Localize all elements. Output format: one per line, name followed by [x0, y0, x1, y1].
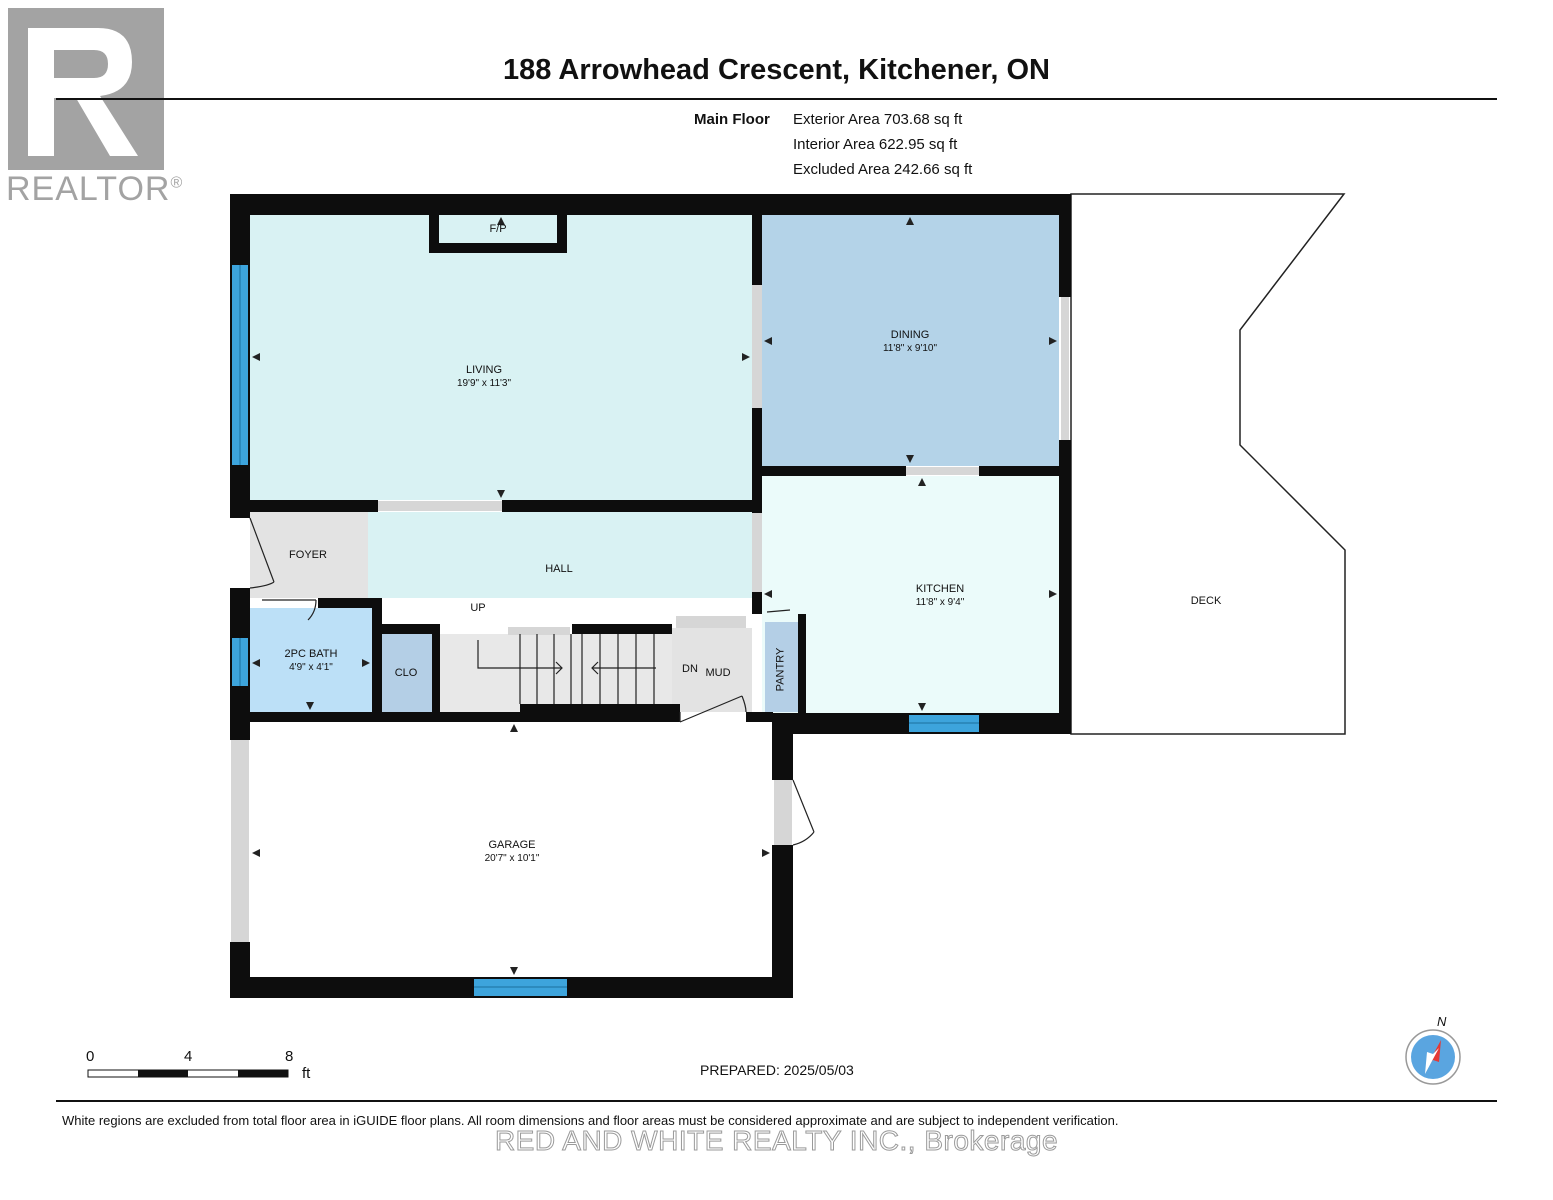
pantry-label: PANTRY	[774, 647, 787, 692]
deck-area	[1070, 193, 1346, 735]
closet	[380, 634, 432, 712]
kitchen-dims: 11'8" x 9'4"	[915, 597, 965, 608]
stairs-area	[440, 634, 672, 712]
scale-label-0: 0	[86, 1048, 95, 1065]
windows	[232, 265, 979, 996]
disclaimer-text: White regions are excluded from total fl…	[62, 1113, 1119, 1128]
garage-room	[250, 722, 772, 977]
exterior-area: Exterior Area 703.68 sq ft	[793, 111, 963, 128]
garage-name: GARAGE	[488, 839, 536, 851]
garage-label: GARAGE 20'7" x 10'1"	[452, 839, 572, 865]
dining-room	[762, 215, 1059, 466]
bath-name: 2PC BATH	[284, 648, 338, 660]
excluded-area: Excluded Area 242.66 sq ft	[793, 161, 973, 178]
pantry-closet	[765, 622, 798, 712]
dining-dims: 11'8" x 9'10"	[882, 343, 938, 354]
fireplace-label: F/P	[489, 223, 507, 235]
brokerage-watermark: RED AND WHITE REALTY INC., Brokerage	[494, 1125, 1059, 1157]
floor-name: Main Floor	[694, 111, 770, 128]
interior-area: Interior Area 622.95 sq ft	[793, 136, 958, 153]
kitchen-label: KITCHEN 11'8" x 9'4"	[880, 583, 1000, 609]
living-name: LIVING	[465, 364, 503, 376]
hall-label: HALL	[545, 563, 573, 575]
living-room	[250, 215, 752, 500]
page-title: 188 Arrowhead Crescent, Kitchener, ON	[503, 54, 1050, 86]
dining-name: DINING	[890, 329, 930, 341]
mud-label: MUD	[705, 667, 731, 679]
stairs-up-label: UP	[470, 602, 486, 614]
openings	[231, 285, 1069, 942]
realtor-logo	[6, 6, 166, 206]
dimension-arrows	[252, 217, 1057, 975]
closet-label: CLO	[394, 667, 418, 679]
garage-dims: 20'7" x 10'1"	[484, 853, 540, 864]
compass-icon	[1405, 1029, 1461, 1085]
stairs-icon	[477, 634, 656, 704]
bath-label: 2PC BATH 4'9" x 4'1"	[256, 648, 366, 674]
living-dims: 19'9" x 11'3"	[456, 378, 512, 389]
scale-unit: ft	[302, 1065, 311, 1082]
title-divider	[56, 98, 1497, 100]
kitchen-name: KITCHEN	[915, 583, 965, 595]
scale-label-4: 4	[184, 1048, 193, 1065]
bath-dims: 4'9" x 4'1"	[289, 662, 333, 673]
compass-north-label: N	[1437, 1014, 1447, 1029]
realtor-logo-text: REALTOR®	[6, 170, 184, 208]
foyer-label: FOYER	[289, 549, 327, 561]
prepared-date: PREPARED: 2025/05/03	[700, 1062, 854, 1078]
scale-bar	[87, 1069, 289, 1078]
deck-label: DECK	[1190, 595, 1222, 607]
stairs-down-label: DN	[682, 663, 698, 675]
scale-label-8: 8	[285, 1048, 294, 1065]
bath-room	[250, 608, 372, 712]
door-swings	[249, 517, 815, 846]
realtor-r-mark-icon	[8, 8, 164, 170]
living-label: LIVING 19'9" x 11'3"	[424, 364, 544, 390]
dining-label: DINING 11'8" x 9'10"	[850, 329, 970, 355]
kitchen-room	[762, 476, 1059, 714]
